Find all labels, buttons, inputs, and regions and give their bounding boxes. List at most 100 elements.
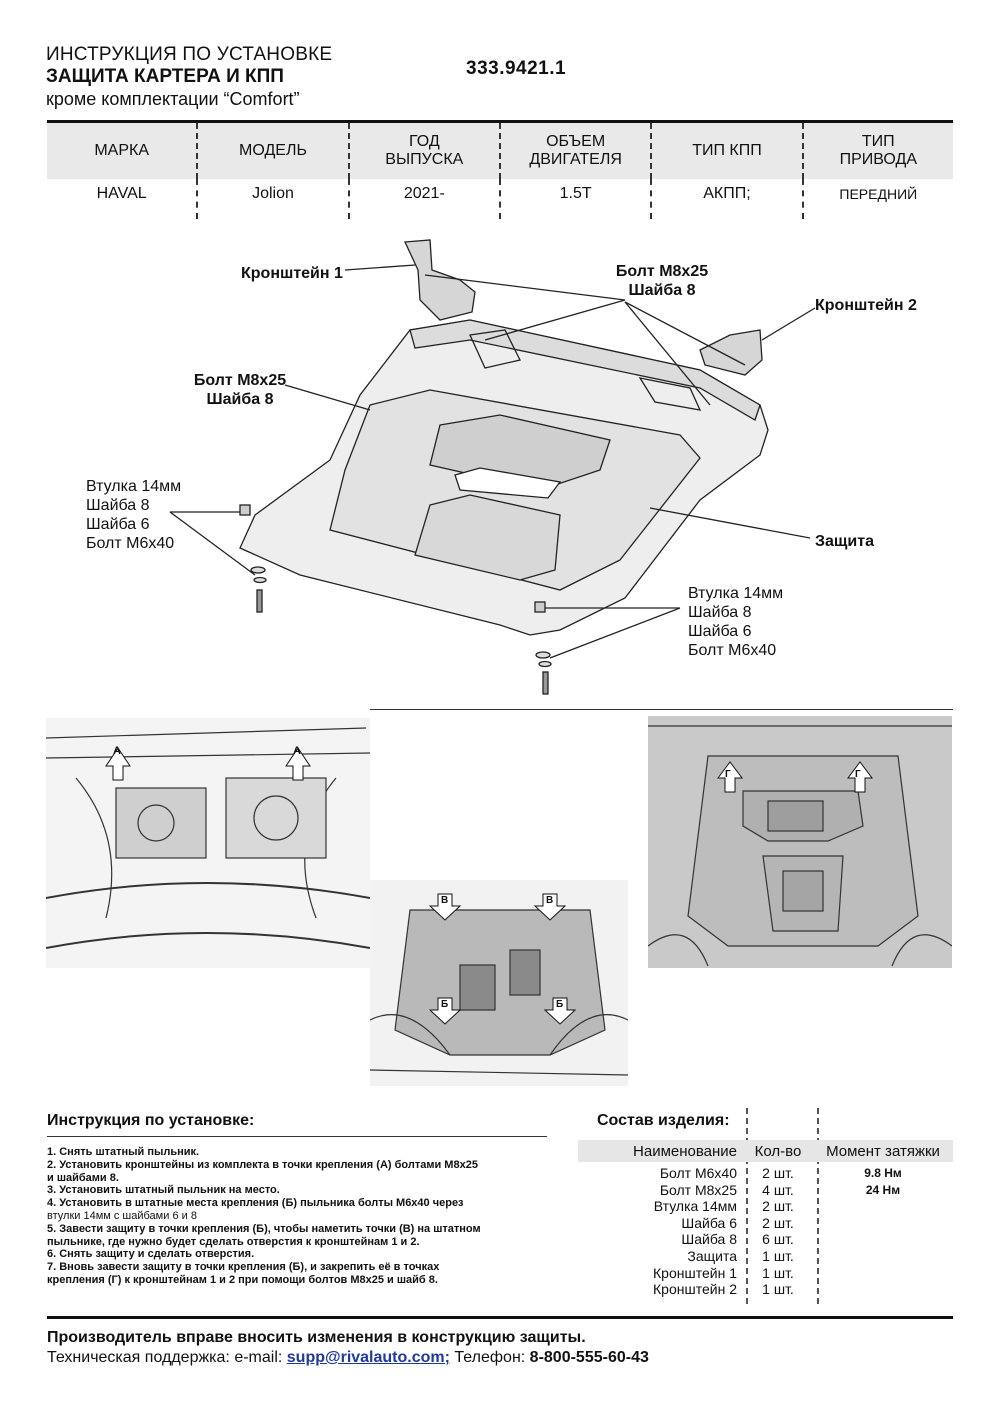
composition-row: Шайба 8 6 шт. [578, 1231, 953, 1248]
arrow-a-right [285, 747, 311, 781]
support-email-link[interactable]: supp@rivalauto.com; [286, 1349, 450, 1366]
support-phone: 8-800-555-60-43 [529, 1349, 649, 1366]
composition-item-qty: 2 шт. [762, 1165, 794, 1181]
composition-item-torque [813, 1265, 953, 1282]
composition-item-name: Шайба 8 [681, 1231, 737, 1248]
marker-g-left: Г [725, 769, 731, 780]
composition-item-torque: 9.8 Нм [864, 1166, 902, 1180]
spec-value-cell: Jolion [196, 179, 347, 219]
composition-title: Состав изделия: [597, 1112, 730, 1129]
header-line-2: ЗАЩИТА КАРТЕРА И КПП [46, 66, 284, 87]
composition-divider-2 [817, 1108, 819, 1304]
section-divider [370, 709, 953, 710]
composition-row: Болт М6х40 2 шт. 9.8 Нм [578, 1165, 953, 1182]
header-line-1: ИНСТРУКЦИЯ ПО УСТАНОВКЕ [46, 44, 333, 65]
composition-row: Защита 1 шт. [578, 1248, 953, 1265]
kit-left-item: Шайба 8 [86, 497, 150, 514]
spec-header-text: ТИП ПРИВОДА [839, 133, 917, 168]
spec-table: МАРКА МОДЕЛЬ ГОД ВЫПУСКА ОБЪЕМ ДВИГАТЕЛЯ… [47, 120, 953, 219]
exploded-diagram: Кронштейн 1 Болт М8х25 Шайба 8 Кронштейн… [0, 230, 1000, 700]
composition-row: Шайба 6 2 шт. [578, 1215, 953, 1232]
label-bolt-left-bolt: Болт М8х25 [193, 372, 287, 389]
label-guard: Защита [815, 533, 874, 550]
footer-support: Техническая поддержка: e-mail: supp@riva… [47, 1349, 649, 1367]
article-number: 333.9421.1 [466, 58, 567, 79]
composition-header-torque: Момент затяжки [826, 1142, 940, 1160]
label-bolt-top-bolt: Болт М8х25 [615, 263, 709, 280]
phone-label: Телефон: [449, 1349, 530, 1366]
composition-item-name: Кронштейн 2 [653, 1281, 737, 1298]
composition-item-name: Болт М6х40 [659, 1165, 737, 1181]
kit-right-item: Болт М6х40 [688, 642, 777, 659]
kit-right-item: Втулка 14мм [688, 585, 784, 602]
label-kit-left: Втулка 14мм Шайба 8 Шайба 6 Болт М6х40 [86, 477, 181, 553]
spec-header-text: ОБЪЕМ ДВИГАТЕЛЯ [529, 133, 622, 168]
composition-item-qty: 1 шт. [762, 1264, 794, 1281]
marker-b-right: Б [556, 999, 564, 1010]
composition-item-torque [813, 1231, 953, 1248]
kit-right-item: Шайба 6 [688, 623, 752, 640]
spec-header-cell: ГОД ВЫПУСКА [347, 123, 499, 179]
spec-header-cell: ОБЪЕМ ДВИГАТЕЛЯ [498, 123, 650, 179]
instruction-step: 1. Снять штатный пыльник. [47, 1146, 200, 1158]
composition-header-qty: Кол-во [754, 1142, 802, 1160]
marker-b-left: Б [441, 999, 449, 1010]
composition-item-name: Шайба 6 [681, 1214, 737, 1231]
spec-value-cell: 1.5T [498, 179, 650, 219]
spec-value-cell: 2021- [347, 179, 499, 219]
instruction-step: 5. Завести защиту в точки крепления (Б),… [47, 1222, 481, 1235]
arrow-a-left [105, 747, 131, 781]
instruction-step: 6. Снять защиту и сделать отверстия. [47, 1248, 255, 1261]
spec-header-text: ГОД ВЫПУСКА [385, 133, 464, 168]
spec-value-cell: ПЕРЕДНИЙ [801, 179, 953, 219]
composition-row: Кронштейн 2 1 шт. [578, 1281, 953, 1298]
composition-item-torque [813, 1248, 953, 1265]
support-label: Техническая поддержка: e-mail: [47, 1349, 287, 1366]
instruction-step: и шайбами 8. [47, 1171, 119, 1184]
composition-item-qty: 6 шт. [762, 1231, 794, 1248]
instruction-step: 2. Установить кронштейны из комплекта в … [47, 1158, 478, 1171]
kit-left-item: Шайба 6 [86, 516, 150, 533]
label-bolt-top: Болт М8х25 Шайба 8 [612, 262, 712, 300]
instruction-step: втулки 14мм с шайбами 6 и 8 [47, 1209, 197, 1222]
label-bolt-left-washer: Шайба 8 [206, 391, 274, 408]
label-bracket-2: Кронштейн 2 [815, 297, 917, 314]
composition-item-qty: 2 шт. [762, 1198, 794, 1215]
photo-vb-illustration [370, 880, 628, 1086]
spec-header-cell: ТИП КПП [650, 123, 801, 179]
kit-left-item: Болт М6х40 [86, 535, 175, 552]
instructions-steps: 1. Снять штатный пыльник. 2. Установить … [47, 1146, 547, 1287]
instructions-rule [47, 1136, 547, 1137]
label-bolt-left: Болт М8х25 Шайба 8 [190, 371, 290, 409]
spec-value-cell: HAVAL [96, 185, 147, 202]
marker-a-left: А [113, 745, 121, 757]
spec-header-cell: МАРКА [94, 142, 149, 159]
footer-notice: Производитель вправе вносить изменения в… [47, 1329, 586, 1346]
composition-item-name: Защита [687, 1247, 737, 1264]
arrow-v-left [428, 893, 462, 921]
footer-rule [47, 1316, 953, 1319]
composition-item-torque [813, 1198, 953, 1215]
arrow-b-left [428, 997, 462, 1025]
marker-g-right: Г [855, 769, 861, 780]
composition-divider-1 [746, 1108, 748, 1304]
spec-value-cell: АКПП; [650, 179, 801, 219]
composition-row: Кронштейн 1 1 шт. [578, 1265, 953, 1282]
composition-item-name: Втулка 14мм [653, 1198, 737, 1215]
arrow-g-left [717, 761, 743, 793]
composition-item-name: Кронштейн 1 [653, 1264, 737, 1281]
composition-header-row: Наименование Кол-во Момент затяжки [578, 1140, 953, 1162]
composition-table: Наименование Кол-во Момент затяжки Болт … [578, 1140, 953, 1298]
label-bracket-1: Кронштейн 1 [241, 265, 343, 282]
marker-a-right: А [293, 745, 301, 757]
spec-top-rule [47, 120, 953, 123]
composition-item-torque [813, 1215, 953, 1232]
composition-row: Втулка 14мм 2 шт. [578, 1198, 953, 1215]
photo-mount-points-v-b: В В Б Б [370, 880, 628, 1086]
instruction-step: пыльнике, где нужно будет сделать отверс… [47, 1235, 420, 1248]
composition-item-name: Болт М8х25 [659, 1181, 737, 1198]
composition-item-qty: 1 шт. [762, 1281, 794, 1298]
document-header: ИНСТРУКЦИЯ ПО УСТАНОВКЕ ЗАЩИТА КАРТЕРА И… [46, 44, 466, 110]
spec-header-cell: МОДЕЛЬ [196, 123, 347, 179]
spec-header-row: МАРКА МОДЕЛЬ ГОД ВЫПУСКА ОБЪЕМ ДВИГАТЕЛЯ… [47, 123, 953, 179]
